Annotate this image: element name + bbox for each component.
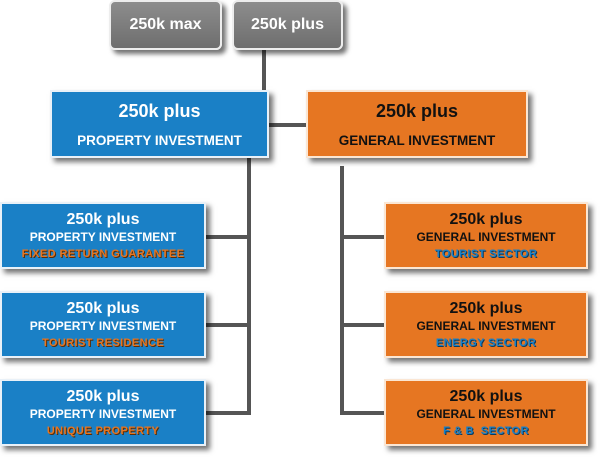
property-child-1-title: PROPERTY INVESTMENT: [29, 230, 177, 244]
general-amount: 250k plus: [375, 100, 459, 121]
general-child-3-title: GENERAL INVESTMENT: [416, 407, 556, 421]
property-child-2-title: PROPERTY INVESTMENT: [29, 319, 177, 333]
node-property-unique-property: 250k plus PROPERTY INVESTMENT UNIQUE PRO…: [0, 379, 206, 446]
general-child-2-amount: 250k plus: [449, 300, 523, 317]
node-property-investment: 250k plus PROPERTY INVESTMENT: [50, 90, 269, 158]
property-child-1-sector: FIXED RETURN GUARANTEE: [21, 248, 185, 260]
general-child-1-amount: 250k plus: [449, 211, 523, 228]
general-child-2-title: GENERAL INVESTMENT: [416, 319, 556, 333]
node-property-fixed-return: 250k plus PROPERTY INVESTMENT FIXED RETU…: [0, 202, 206, 269]
property-child-3-amount: 250k plus: [66, 388, 140, 405]
property-amount: 250k plus: [118, 100, 201, 121]
node-property-tourist-residence: 250k plus PROPERTY INVESTMENT TOURIST RE…: [0, 291, 206, 358]
node-general-investment: 250k plus GENERAL INVESTMENT: [306, 90, 528, 158]
general-child-3-sector: F & B SECTOR: [443, 425, 529, 437]
node-250k-max: 250k max: [109, 0, 222, 50]
property-child-3-sector: UNIQUE PROPERTY: [46, 425, 160, 437]
node-250k-plus-top: 250k plus: [232, 0, 343, 50]
general-title: GENERAL INVESTMENT: [338, 132, 496, 148]
node-250k-plus-top-label: 250k plus: [251, 16, 324, 33]
property-child-3-title: PROPERTY INVESTMENT: [29, 407, 177, 421]
node-250k-max-label: 250k max: [129, 16, 202, 33]
general-child-2-sector: ENERGY SECTOR: [435, 337, 537, 349]
property-title: PROPERTY INVESTMENT: [77, 132, 242, 148]
node-general-tourist-sector: 250k plus GENERAL INVESTMENT TOURIST SEC…: [384, 202, 588, 269]
property-child-1-amount: 250k plus: [66, 211, 140, 228]
property-child-2-amount: 250k plus: [66, 300, 140, 317]
general-child-1-sector: TOURIST SECTOR: [434, 248, 538, 260]
property-child-2-sector: TOURIST RESIDENCE: [41, 337, 165, 349]
node-general-fb-sector: 250k plus GENERAL INVESTMENT F & B SECTO…: [384, 379, 588, 446]
node-general-energy-sector: 250k plus GENERAL INVESTMENT ENERGY SECT…: [384, 291, 588, 358]
general-child-1-title: GENERAL INVESTMENT: [416, 230, 556, 244]
general-child-3-amount: 250k plus: [449, 388, 523, 405]
